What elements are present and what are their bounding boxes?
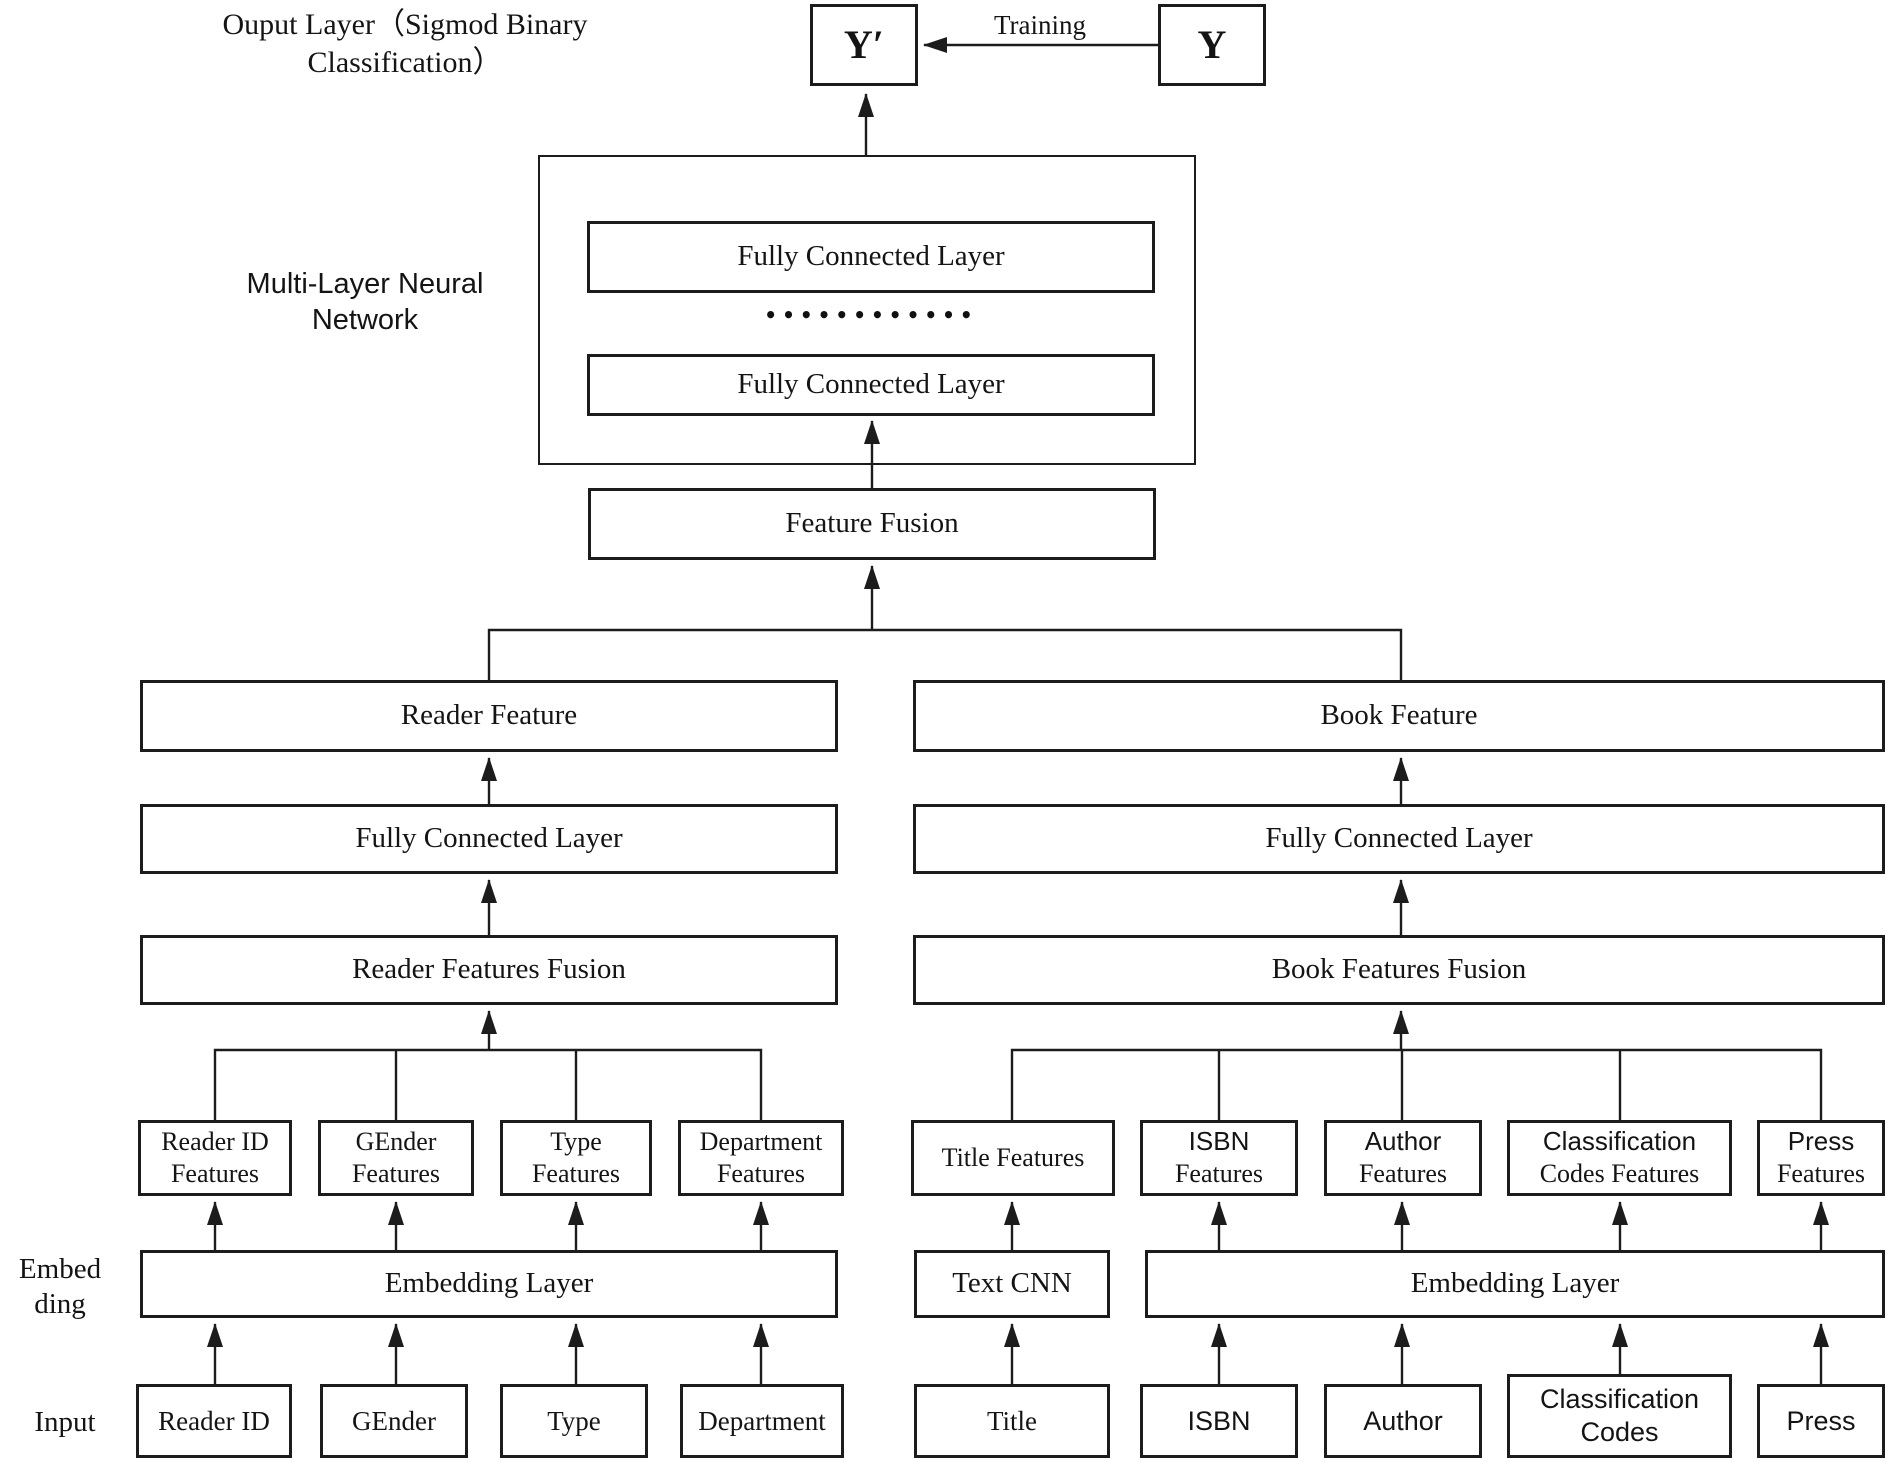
input-author-box: Author <box>1324 1384 1482 1458</box>
input-isbn-box: ISBN <box>1140 1384 1298 1458</box>
y-true-label: Y <box>1197 21 1227 67</box>
box-line: Classification <box>1539 1384 1700 1415</box>
box-line: Features <box>1776 1159 1866 1188</box>
box-line: Features <box>1174 1159 1264 1188</box>
box-line: GEnder <box>355 1127 437 1157</box>
box-line: Type <box>547 1405 601 1436</box>
box-line: Title <box>986 1405 1038 1436</box>
input-title-box: Title <box>914 1384 1110 1458</box>
book-embedding-layer-box: Embedding Layer <box>1145 1250 1885 1318</box>
input-department-box: Department <box>680 1384 844 1458</box>
box-line: Press <box>1786 1405 1856 1436</box>
input-gender-box: GEnder <box>320 1384 468 1458</box>
reader-feature-label: Reader Feature <box>400 699 578 732</box>
embedding-side-label-line2: ding <box>34 1288 86 1320</box>
reader-fan-line <box>213 1048 763 1120</box>
reader-fc-label: Fully Connected Layer <box>355 822 623 855</box>
fc-bottom-label: Fully Connected Layer <box>737 368 1005 401</box>
y-pred-label: Y′ <box>843 21 885 67</box>
box-line: Features <box>351 1159 441 1188</box>
box-line: ISBN <box>1188 1126 1250 1157</box>
reader-features-fusion-label: Reader Features Fusion <box>352 953 626 986</box>
box-line: Type <box>550 1127 602 1157</box>
box-line: Department <box>698 1405 826 1436</box>
box-line: Department <box>699 1127 823 1157</box>
box-line: ISBN <box>1187 1405 1251 1436</box>
reader-feature-box: Reader Feature <box>140 680 838 752</box>
reader-embedding-label: Embedding Layer <box>384 1267 594 1300</box>
output-layer-label-line2: Classification） <box>307 46 503 79</box>
department-features-box: Department Features <box>678 1120 844 1196</box>
fc-top-box: Fully Connected Layer <box>587 221 1155 293</box>
author-features-box: Author Features <box>1324 1120 1482 1196</box>
book-feature-box: Book Feature <box>913 680 1885 752</box>
text-cnn-label: Text CNN <box>952 1267 1072 1300</box>
mlnn-label: Multi-Layer Neural Network <box>230 266 500 338</box>
reader-fc-box: Fully Connected Layer <box>140 804 838 874</box>
reader-id-features-box: Reader ID Features <box>138 1120 292 1196</box>
box-line: GEnder <box>352 1405 436 1436</box>
box-line: Title Features <box>941 1143 1085 1173</box>
book-embedding-label: Embedding Layer <box>1410 1267 1620 1300</box>
classification-codes-features-box: Classification Codes Features <box>1507 1120 1732 1196</box>
gender-features-box: GEnder Features <box>318 1120 474 1196</box>
embedding-side-label-line1: Embed <box>18 1253 102 1285</box>
output-layer-label: Ouput Layer（Sigmod Binary Classification… <box>105 6 705 82</box>
embedding-side-label: Embed ding <box>5 1252 115 1322</box>
box-line: Features <box>531 1159 621 1188</box>
mlnn-outer-box <box>538 155 1196 465</box>
isbn-features-box: ISBN Features <box>1140 1120 1298 1196</box>
output-layer-label-line1: Ouput Layer（Sigmod Binary <box>222 8 588 41</box>
box-line: Author <box>1363 1405 1443 1436</box>
book-fc-box: Fully Connected Layer <box>913 804 1885 874</box>
fc-bottom-box: Fully Connected Layer <box>587 354 1155 416</box>
training-label: Training <box>950 8 1130 42</box>
fc-top-label: Fully Connected Layer <box>737 240 1005 273</box>
box-line: Classification <box>1542 1126 1697 1157</box>
title-features-box: Title Features <box>911 1120 1115 1196</box>
text-cnn-box: Text CNN <box>914 1250 1110 1318</box>
feature-fusion-label: Feature Fusion <box>785 507 959 540</box>
training-text: Training <box>993 10 1087 40</box>
mlnn-label-line2: Network <box>311 304 419 336</box>
reader-embedding-layer-box: Embedding Layer <box>140 1250 838 1318</box>
box-line: Press <box>1787 1126 1855 1157</box>
input-reader-id-box: Reader ID <box>136 1384 292 1458</box>
book-features-fusion-label: Book Features Fusion <box>1271 953 1527 986</box>
input-classification-codes-box: Classification Codes <box>1507 1374 1732 1458</box>
y-true-box: Y <box>1158 4 1266 86</box>
input-side-label-text: Input <box>34 1406 96 1438</box>
box-line: Codes <box>1580 1417 1659 1447</box>
mlnn-label-line1: Multi-Layer Neural <box>246 268 484 300</box>
box-line: Reader ID <box>158 1405 270 1436</box>
reader-features-fusion-box: Reader Features Fusion <box>140 935 838 1005</box>
box-line: Features <box>716 1159 806 1188</box>
press-features-box: Press Features <box>1757 1120 1885 1196</box>
box-line: Author <box>1364 1126 1442 1157</box>
box-line: Codes Features <box>1539 1159 1700 1188</box>
book-fc-label: Fully Connected Layer <box>1265 822 1533 855</box>
y-pred-box: Y′ <box>810 4 918 86</box>
mlnn-dots: •••••••••••• <box>764 303 978 327</box>
type-features-box: Type Features <box>500 1120 652 1196</box>
box-line: Features <box>1358 1159 1448 1188</box>
book-features-fusion-box: Book Features Fusion <box>913 935 1885 1005</box>
book-fan-line <box>1010 1048 1823 1120</box>
feature-fusion-box: Feature Fusion <box>588 488 1156 560</box>
book-feature-label: Book Feature <box>1320 699 1478 732</box>
input-type-box: Type <box>500 1384 648 1458</box>
box-line: Features <box>170 1159 260 1188</box>
input-press-box: Press <box>1757 1384 1885 1458</box>
input-side-label: Input <box>10 1405 120 1440</box>
junction-line <box>487 628 1403 680</box>
box-line: Reader ID <box>161 1127 269 1157</box>
